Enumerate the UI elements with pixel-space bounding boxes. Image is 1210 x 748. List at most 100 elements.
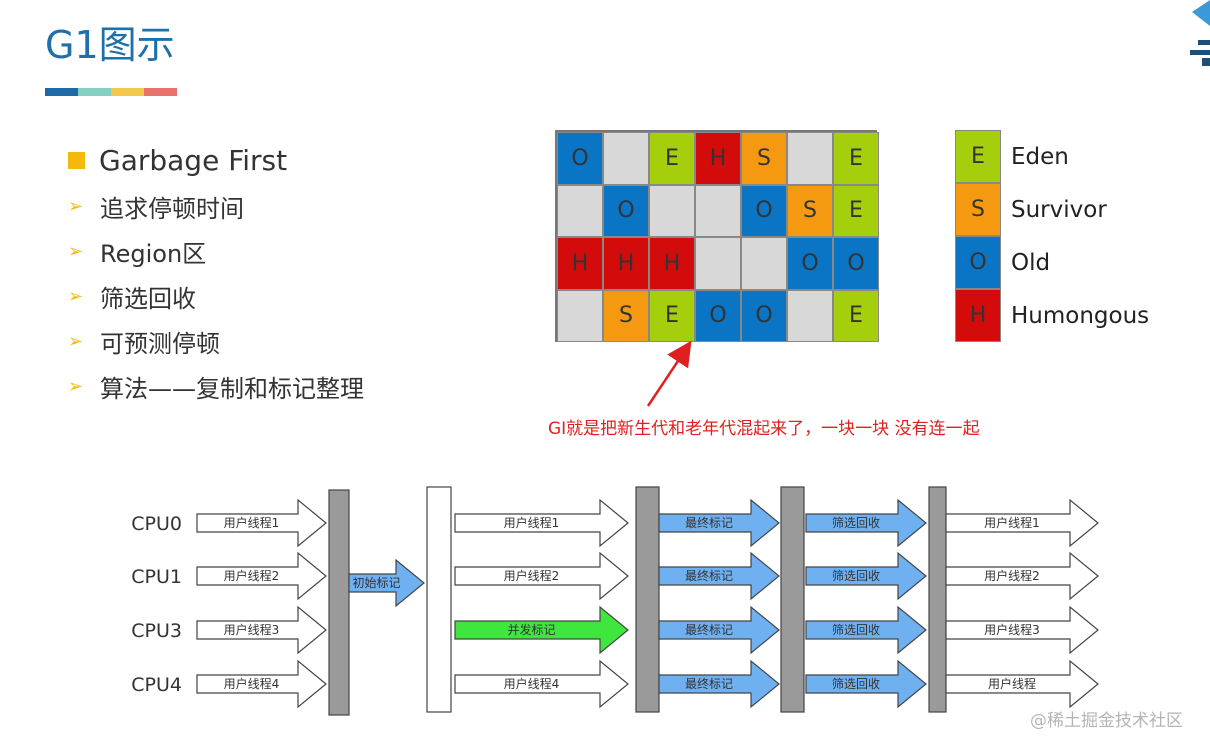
user-thread-arrow [945, 498, 1099, 548]
underline-segment [111, 88, 144, 96]
user-thread-arrow [196, 605, 327, 655]
region-cell: O [741, 289, 787, 342]
user-thread-arrow [196, 498, 327, 548]
cleanup-arrow-label: 筛选回收 [832, 622, 880, 637]
stw-pause-bar [328, 489, 350, 716]
region-cell [649, 184, 695, 237]
region-cell [787, 132, 833, 185]
bullet-item-text: Region区 [100, 240, 207, 268]
region-cell: H [603, 237, 649, 290]
final-mark-arrow-label: 最终标记 [685, 622, 733, 637]
region-cell: O [741, 184, 787, 237]
stw-pause-bar [928, 486, 947, 713]
bullet-item: ➢ 追求停顿时间 [68, 184, 364, 229]
legend-label: Old [1011, 249, 1051, 276]
user-thread-arrow [454, 551, 629, 601]
user-thread-arrow [945, 659, 1099, 709]
annotation-pointer-arrow [646, 340, 692, 407]
region-cell: S [741, 132, 787, 185]
region-cell: O [833, 237, 879, 290]
bullet-item: ➢ 可预测停顿 [68, 319, 364, 364]
region-cell: O [695, 289, 741, 342]
region-cell: O [787, 237, 833, 290]
cleanup-arrow-label: 筛选回收 [832, 568, 880, 583]
region-cell [695, 184, 741, 237]
region-cell: H [557, 237, 603, 290]
cleanup-arrow [805, 605, 927, 655]
final-mark-arrow [658, 605, 780, 655]
region-cell [741, 237, 787, 290]
legend-swatch: E [955, 130, 1001, 183]
title-underline [45, 88, 177, 96]
arrow-bullet-icon: ➢ [68, 376, 84, 397]
underline-segment [78, 88, 111, 96]
cpu-label: CPU0 [131, 513, 182, 535]
initial-mark-arrow-label: 初始标记 [352, 576, 400, 590]
logo-icon [1190, 0, 1210, 66]
phase-divider-bar [426, 486, 452, 713]
user-thread-arrow-label: 用户线程4 [504, 676, 560, 691]
region-cell: S [787, 184, 833, 237]
final-mark-arrow-label: 最终标记 [685, 568, 733, 583]
region-cell: O [557, 132, 603, 185]
initial-mark-arrow [348, 558, 425, 608]
concurrent-mark-arrow [454, 605, 629, 655]
legend-entry: O Old [955, 236, 1050, 289]
arrow-bullet-icon: ➢ [68, 331, 84, 352]
final-mark-arrow [658, 551, 780, 601]
user-thread-arrow-label: 用户线程2 [984, 568, 1040, 583]
legend-label: Eden [1011, 143, 1069, 170]
bullet-item: ➢ 筛选回收 [68, 274, 364, 319]
region-cell: E [649, 289, 695, 342]
concurrent-mark-arrow-label: 并发标记 [507, 622, 555, 637]
stw-pause-bar [635, 486, 660, 713]
cpu-label: CPU1 [131, 566, 182, 588]
watermark: @稀土掘金技术社区 [1030, 711, 1183, 731]
region-cell: H [649, 237, 695, 290]
bullet-item-text: 筛选回收 [100, 285, 196, 313]
underline-segment [45, 88, 78, 96]
cleanup-arrow [805, 551, 927, 601]
bullet-item-text: 追求停顿时间 [100, 195, 244, 223]
legend-label: Humongous [1011, 302, 1150, 329]
region-cell [557, 184, 603, 237]
arrow-bullet-icon: ➢ [68, 241, 84, 262]
underline-segment [144, 88, 177, 96]
region-cell: O [603, 184, 649, 237]
cleanup-arrow-label: 筛选回收 [832, 515, 880, 530]
user-thread-arrow-label: 用户线程1 [984, 515, 1040, 530]
cleanup-arrow-label: 筛选回收 [832, 676, 880, 691]
user-thread-arrow-label: 用户线程 [988, 676, 1036, 691]
user-thread-arrow-label: 用户线程1 [224, 515, 280, 530]
user-thread-arrow [945, 551, 1099, 601]
bullet-item-text: 可预测停顿 [100, 330, 220, 358]
legend-label: Survivor [1011, 196, 1107, 223]
stw-pause-bar [780, 486, 805, 713]
user-thread-arrow-label: 用户线程3 [984, 622, 1040, 637]
arrow-bullet-icon: ➢ [68, 286, 84, 307]
arrow-bullet-icon: ➢ [68, 196, 84, 217]
bullet-heading: Garbage First [68, 140, 364, 180]
page-title: G1图示 [45, 23, 175, 67]
user-thread-arrow [454, 498, 629, 548]
user-thread-arrow [945, 605, 1099, 655]
bullet-item-text: 算法——复制和标记整理 [100, 375, 364, 403]
region-cell: E [833, 289, 879, 342]
final-mark-arrow [658, 498, 780, 548]
final-mark-arrow [658, 659, 780, 709]
legend-entry: E Eden [955, 130, 1069, 183]
user-thread-arrow-label: 用户线程4 [224, 676, 280, 691]
annotation-text: GI就是把新生代和老年代混起来了，一块一块 没有连一起 [548, 419, 980, 439]
square-bullet-icon [68, 151, 85, 169]
cpu-label: CPU4 [131, 674, 182, 696]
region-cell: S [603, 289, 649, 342]
cleanup-arrow [805, 498, 927, 548]
user-thread-arrow-label: 用户线程1 [504, 515, 560, 530]
bullet-item: ➢ 算法——复制和标记整理 [68, 364, 364, 409]
region-cell: E [833, 132, 879, 185]
legend-swatch: O [955, 236, 1001, 289]
legend-swatch: S [955, 183, 1001, 236]
